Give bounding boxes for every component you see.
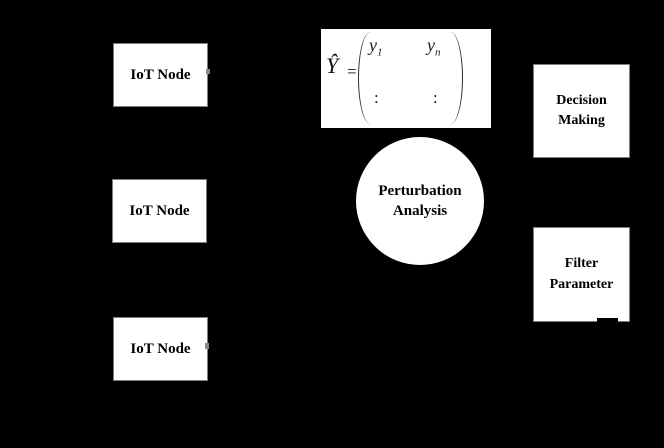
decision-making-label: Decision Making [556,92,607,128]
perturbation-analysis-label: Perturbation Analysis [378,182,462,219]
iot-node-label: IoT Node [130,340,191,357]
perturbation-analysis-circle: Perturbation Analysis [356,137,484,265]
matrix-vdots-right: : [433,88,438,107]
connector-remnant [597,318,618,323]
connector-remnant [205,343,209,349]
matrix-paren-right [449,32,463,124]
connector-remnant [206,69,210,74]
iot-node-box-2: IoT Node [112,179,207,243]
iot-node-box-1: IoT Node [113,43,208,107]
iot-node-box-3: IoT Node [113,317,208,381]
aggregation-equation-panel: Ŷ = y1 yn : : [321,29,491,128]
iot-node-label: IoT Node [130,66,191,83]
y-hat-symbol: Ŷ [326,53,339,78]
matrix-entry-y1: y1 [369,35,383,59]
filter-parameter-label: Filter Parameter [549,256,614,292]
matrix-entry-yn: yn [427,35,441,59]
iot-node-label: IoT Node [129,202,190,219]
decision-making-box: Decision Making [533,64,630,158]
matrix-paren-left [358,32,372,124]
equals-sign: = [347,62,357,81]
matrix-vdots-left: : [374,88,379,107]
filter-parameter-box: Filter Parameter [533,227,630,322]
